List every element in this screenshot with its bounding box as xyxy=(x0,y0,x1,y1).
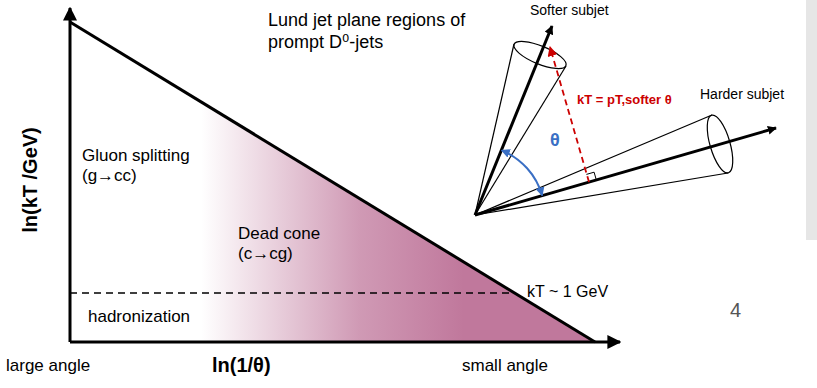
axis-title: ln(1/θ) xyxy=(212,353,271,377)
y-axis xyxy=(69,8,72,342)
kt-projection xyxy=(550,47,589,182)
angle-symbol: θ xyxy=(550,130,560,152)
kt-threshold-line xyxy=(70,292,511,294)
cone-edge xyxy=(475,44,514,215)
harder-subjet-arrow xyxy=(475,128,776,215)
region-label: hadronization xyxy=(88,307,190,327)
right-angle-mark xyxy=(586,172,596,180)
axis-title: ln(kT /GeV) xyxy=(18,127,42,233)
page-number: 4 xyxy=(730,298,741,322)
softer-subjet-arrow xyxy=(475,26,552,215)
threshold-label: kT ~ 1 GeV xyxy=(527,282,608,301)
x-axis xyxy=(70,341,620,344)
side-bar xyxy=(806,0,817,240)
subjet-label: Harder subjet xyxy=(700,86,784,103)
region-label: Gluon splitting (g→cc) xyxy=(82,146,232,187)
dead-cone-region xyxy=(70,22,595,342)
axis-end-label: small angle xyxy=(462,356,548,376)
subjet-label: Softer subjet xyxy=(530,2,609,19)
theta-arc xyxy=(502,150,543,195)
plot-title: Lund jet plane regions of prompt D⁰-jets xyxy=(268,10,508,53)
region-label: Dead cone (c→cg) xyxy=(238,224,353,265)
triangle-edge xyxy=(70,22,595,342)
formula-label: kT = pT,softer θ xyxy=(575,92,674,108)
axis-end-label: large angle xyxy=(6,356,90,376)
